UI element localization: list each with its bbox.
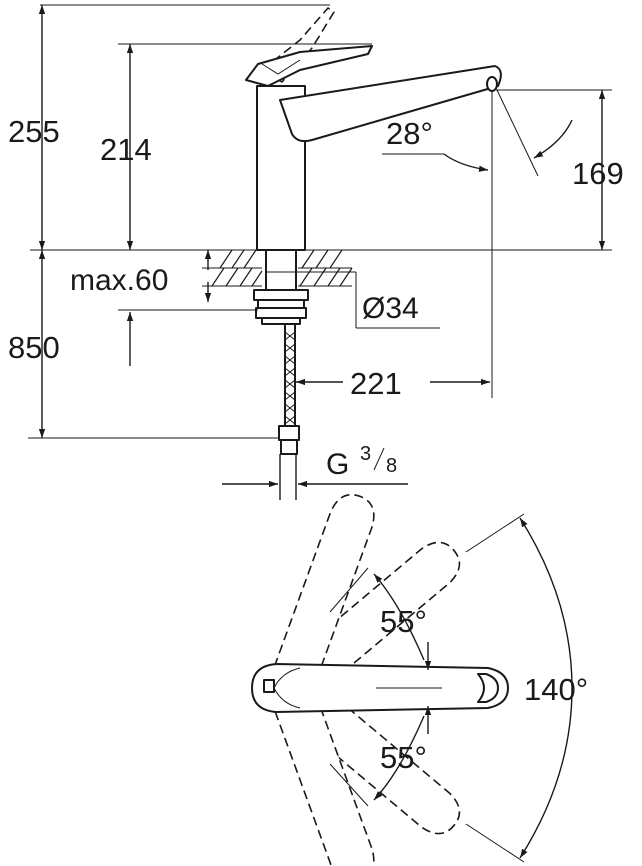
max-deck-label: max.60	[70, 264, 168, 297]
lever-rotated-far-right	[273, 693, 375, 866]
lever	[245, 45, 373, 87]
hole-diameter-label: Ø34	[362, 292, 419, 325]
right-swing-label: 55°	[380, 740, 427, 775]
reach-label: 221	[350, 366, 402, 401]
top-view: 55° 55° 140°	[251, 493, 588, 866]
spout	[279, 65, 502, 143]
connection-fraction-denominator: 8	[386, 455, 397, 477]
left-swing-label: 55°	[380, 604, 427, 639]
counter-section-right	[298, 249, 353, 287]
connection-fraction-numerator: 3	[360, 443, 371, 465]
lever-rotated-far-left	[273, 493, 375, 683]
faucet-body	[245, 7, 502, 500]
total-height-label: 255	[8, 114, 60, 149]
lever-rotated-left	[286, 541, 461, 697]
spout-angle-label: 28°	[386, 116, 433, 151]
lever-rotated-right	[286, 679, 461, 835]
below-deck-label: 850	[8, 330, 60, 365]
outlet-height-label: 169	[572, 156, 624, 191]
total-rotation-label: 140°	[524, 672, 588, 707]
counter-section-left	[211, 249, 263, 287]
side-view: 255 214 169 28° max.60 Ø34 850	[8, 4, 624, 500]
connection-thread-label: G	[326, 448, 349, 481]
spout-height-label: 214	[100, 132, 152, 167]
